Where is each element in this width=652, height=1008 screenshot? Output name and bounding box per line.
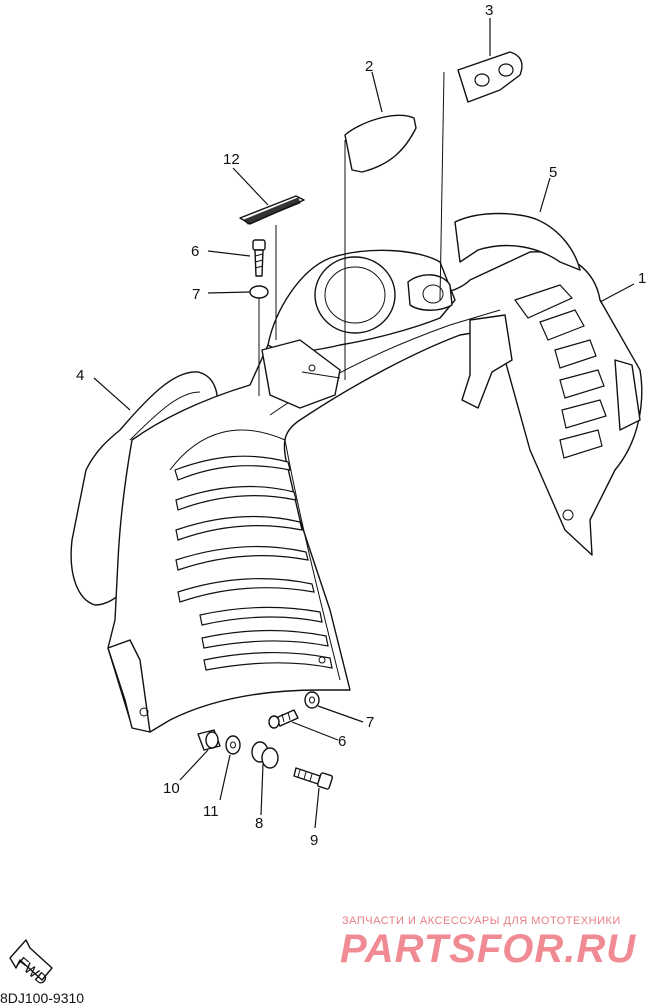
callout-7-top: 7 <box>192 286 200 303</box>
callout-2: 2 <box>365 58 373 75</box>
callout-7-lower: 7 <box>366 714 374 731</box>
part-5-top-trim <box>454 212 581 271</box>
callout-9: 9 <box>310 832 318 849</box>
callout-11: 11 <box>203 803 219 820</box>
callout-5: 5 <box>549 164 557 181</box>
part-6-screw-top <box>252 239 266 277</box>
part-9-bolt <box>293 767 334 790</box>
callout-4: 4 <box>76 367 84 384</box>
callout-10: 10 <box>163 780 180 797</box>
callout-labels: 1 2 3 4 5 6 7 8 9 10 11 12 7 6 <box>76 2 646 849</box>
leader-lines <box>93 18 635 829</box>
part-3-plate <box>439 51 523 301</box>
part-8-grommet <box>251 741 279 769</box>
meter-housing <box>261 249 456 409</box>
part-10-collar <box>197 729 221 751</box>
fwd-label: FWD <box>13 954 50 989</box>
callout-8: 8 <box>255 815 263 832</box>
callout-6-top: 6 <box>191 243 199 260</box>
part-2-pad <box>344 114 417 380</box>
part-6-screw-lower <box>268 709 299 729</box>
callout-3: 3 <box>485 2 493 19</box>
part-7-nut-lower <box>304 691 320 709</box>
callout-1: 1 <box>638 270 646 287</box>
part-12-strip <box>239 195 305 340</box>
watermark-tagline: ЗАПЧАСТИ И АКСЕССУАРЫ ДЛЯ МОТОТЕХНИКИ <box>342 915 621 927</box>
watermark-logo: PARTSFOR.RU <box>340 927 637 971</box>
callout-12: 12 <box>223 151 240 168</box>
part-7-nut-top <box>249 285 269 396</box>
diagram-code: 8DJ100-9310 <box>0 990 85 1006</box>
callout-6-lower: 6 <box>338 733 346 750</box>
part-11-washer <box>225 735 241 755</box>
fwd-arrow-icon: FWD <box>9 939 53 989</box>
part-1-inner-panel <box>107 251 643 733</box>
